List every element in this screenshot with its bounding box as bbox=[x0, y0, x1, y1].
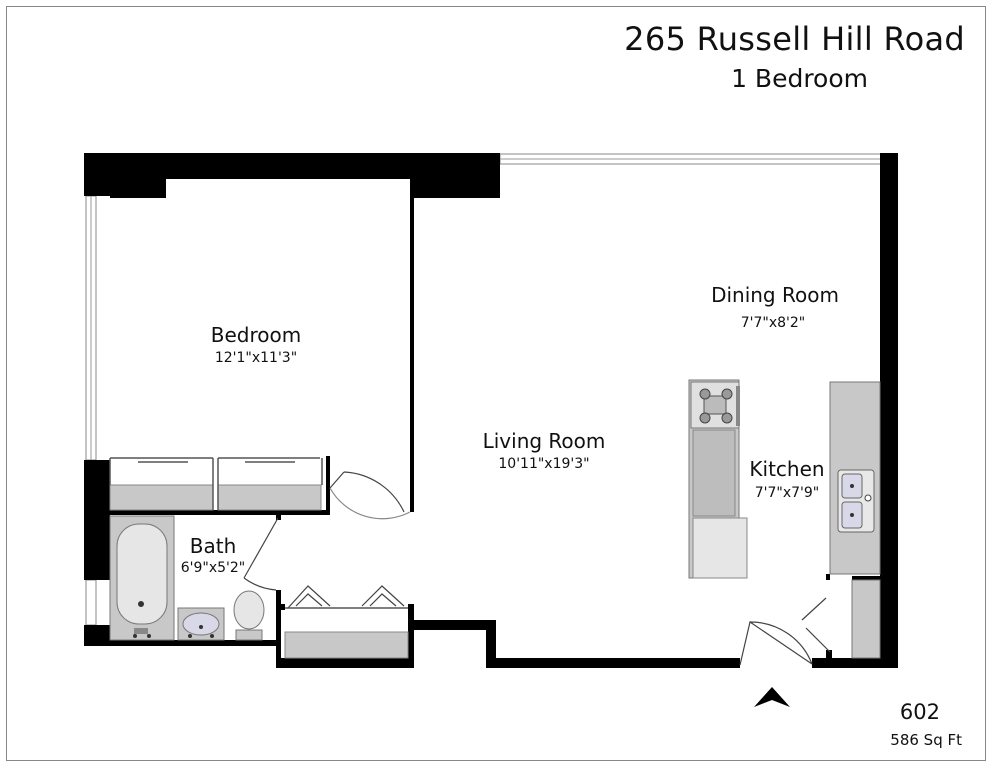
living-room-dimensions: 10'11"x19'3" bbox=[498, 456, 589, 472]
address-title: 265 Russell Hill Road bbox=[624, 20, 965, 58]
wall-bottom bbox=[410, 620, 740, 668]
bath-dimensions: 6'9"x5'2" bbox=[181, 560, 246, 576]
stove-icon bbox=[690, 381, 740, 429]
dining-room-dimensions: 7'7"x8'2" bbox=[741, 315, 806, 331]
wall-closet-top bbox=[281, 604, 285, 610]
wall-bedroom-right bbox=[410, 179, 414, 512]
bedroom-label: Bedroom bbox=[211, 323, 301, 347]
page-frame bbox=[6, 6, 986, 761]
sink-icon bbox=[177, 607, 225, 641]
wall-kitchen-right bbox=[852, 576, 880, 580]
kitchen-dimensions: 7'7"x7'9" bbox=[755, 485, 820, 501]
bedroom-closet bbox=[109, 457, 323, 511]
dining-room-label: Dining Room bbox=[711, 283, 839, 307]
entrance-arrow-icon bbox=[754, 687, 790, 707]
unit-type-subtitle: 1 Bedroom bbox=[731, 64, 868, 93]
wall-bath-right bbox=[276, 590, 281, 668]
living-room-label: Living Room bbox=[483, 429, 606, 453]
entry-door bbox=[739, 621, 813, 666]
closet-door-left bbox=[287, 585, 331, 609]
doors bbox=[243, 471, 831, 666]
wall-bath-bottom bbox=[84, 640, 280, 646]
walls bbox=[84, 153, 898, 668]
wall-bottom-right bbox=[812, 658, 898, 668]
bath-label: Bath bbox=[190, 534, 237, 558]
wall-bedroom-bottom-2 bbox=[326, 456, 330, 515]
wall-left-mid bbox=[84, 460, 110, 580]
wall-top-left bbox=[84, 153, 500, 198]
wall-closet-right bbox=[408, 604, 414, 668]
wall-door-post bbox=[826, 650, 832, 660]
kitchen-closet-door bbox=[801, 597, 831, 653]
bath-door bbox=[243, 517, 279, 591]
west-window-bath bbox=[85, 579, 97, 626]
square-footage: 586 Sq Ft bbox=[890, 731, 962, 749]
wall-top-right bbox=[882, 153, 898, 165]
bedroom-dimensions: 12'1"x11'3" bbox=[215, 350, 297, 366]
bathtub-icon bbox=[109, 515, 175, 641]
wall-bath-top bbox=[276, 512, 281, 520]
toilet-icon bbox=[233, 590, 265, 641]
wall-bottom-closet bbox=[276, 658, 414, 668]
closet-door-right bbox=[361, 585, 405, 607]
kitchen-label: Kitchen bbox=[749, 457, 824, 481]
bedroom-door bbox=[329, 471, 405, 513]
kitchen-sink-icon bbox=[837, 469, 875, 533]
unit-number: 602 bbox=[899, 700, 940, 724]
wall-right bbox=[880, 153, 898, 668]
wall-kitchen-inner bbox=[826, 574, 830, 580]
wall-bedroom-bottom bbox=[110, 510, 330, 515]
hall-closet bbox=[284, 631, 409, 659]
